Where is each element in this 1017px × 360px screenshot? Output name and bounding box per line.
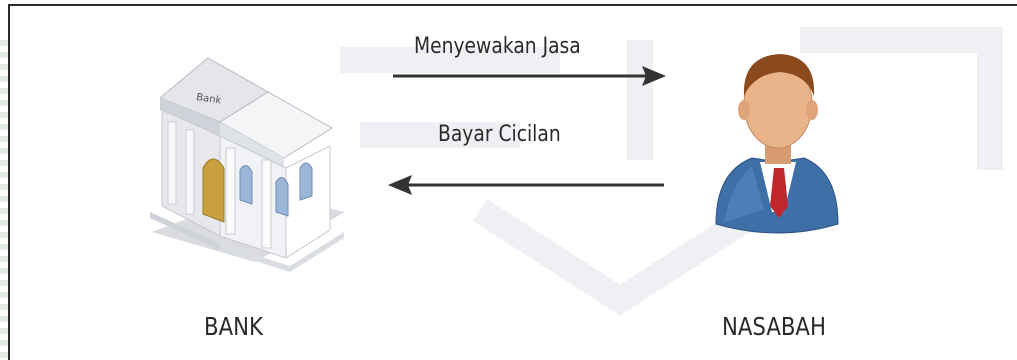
tie — [770, 168, 788, 218]
bank-sign-text: Bank — [196, 92, 223, 106]
customer-person-icon — [715, 54, 839, 234]
bank-building-icon: Bank — [150, 57, 345, 272]
arrow-bayar-cicilan — [388, 175, 664, 195]
watermark-logo — [340, 27, 1003, 316]
arrow-head-left-icon — [388, 175, 412, 195]
side-watermark-strip — [0, 40, 8, 360]
entity-label-bank: BANK — [204, 312, 263, 341]
entity-label-nasabah: NASABAH — [722, 312, 826, 341]
arrow-label-bayar-cicilan: Bayar Cicilan — [438, 122, 561, 147]
bank-door — [202, 158, 225, 223]
diagram-frame — [8, 4, 1017, 360]
arrow-menyewakan-jasa — [393, 66, 666, 86]
arrow-head-right-icon — [642, 66, 666, 86]
arrow-label-menyewakan-jasa: Menyewakan Jasa — [414, 34, 581, 59]
